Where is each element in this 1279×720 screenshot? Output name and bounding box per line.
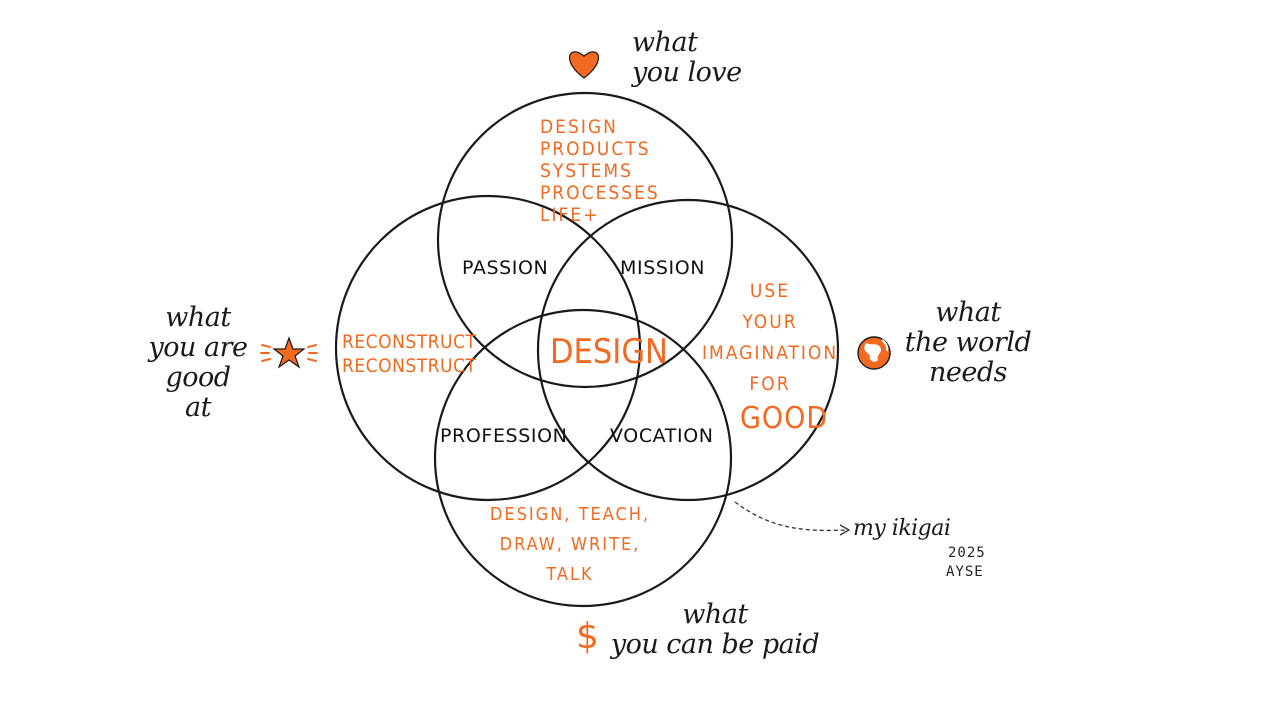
zone-vocation: VOCATION xyxy=(610,425,714,447)
world-needs-list: USE YOUR IMAGINATION FOR xyxy=(702,280,839,395)
paid-list: DESIGN, TEACH, DRAW, WRITE, TALK xyxy=(489,504,651,585)
paid-circle xyxy=(433,308,733,608)
caption-my-ikigai: my ikigai xyxy=(853,516,951,541)
caption-what-you-are-good-at: what you are good at xyxy=(148,302,248,423)
good-at-circle xyxy=(334,194,642,502)
heart-icon xyxy=(568,51,600,79)
zone-mission: MISSION xyxy=(620,257,706,279)
caption-what-you-can-be-paid: what you can be paid xyxy=(610,599,820,660)
world-needs-good: GOOD xyxy=(740,401,829,436)
caption-what-the-world-needs: what the world needs xyxy=(904,297,1032,388)
good-at-list: RECONSTRUCT RECONSTRUCT xyxy=(342,331,477,377)
what-you-love-list: DESIGN PRODUCTS SYSTEMS PROCESSES LIFE+ xyxy=(540,116,660,226)
dollar-icon: $ xyxy=(576,616,599,657)
zone-profession: PROFESSION xyxy=(440,425,568,447)
zone-passion: PASSION xyxy=(462,257,549,279)
world-circle xyxy=(536,198,840,502)
ikigai-arrow xyxy=(734,501,849,532)
caption-what-you-love: what you love xyxy=(632,27,742,88)
signature-year: 2025 xyxy=(948,545,986,561)
ikigai-arrowhead xyxy=(839,524,851,536)
globe-icon xyxy=(857,336,891,370)
love-circle xyxy=(436,91,734,389)
signature-name: AYSE xyxy=(946,564,984,580)
core-design: DESIGN xyxy=(550,332,668,372)
star-icon xyxy=(260,336,318,369)
